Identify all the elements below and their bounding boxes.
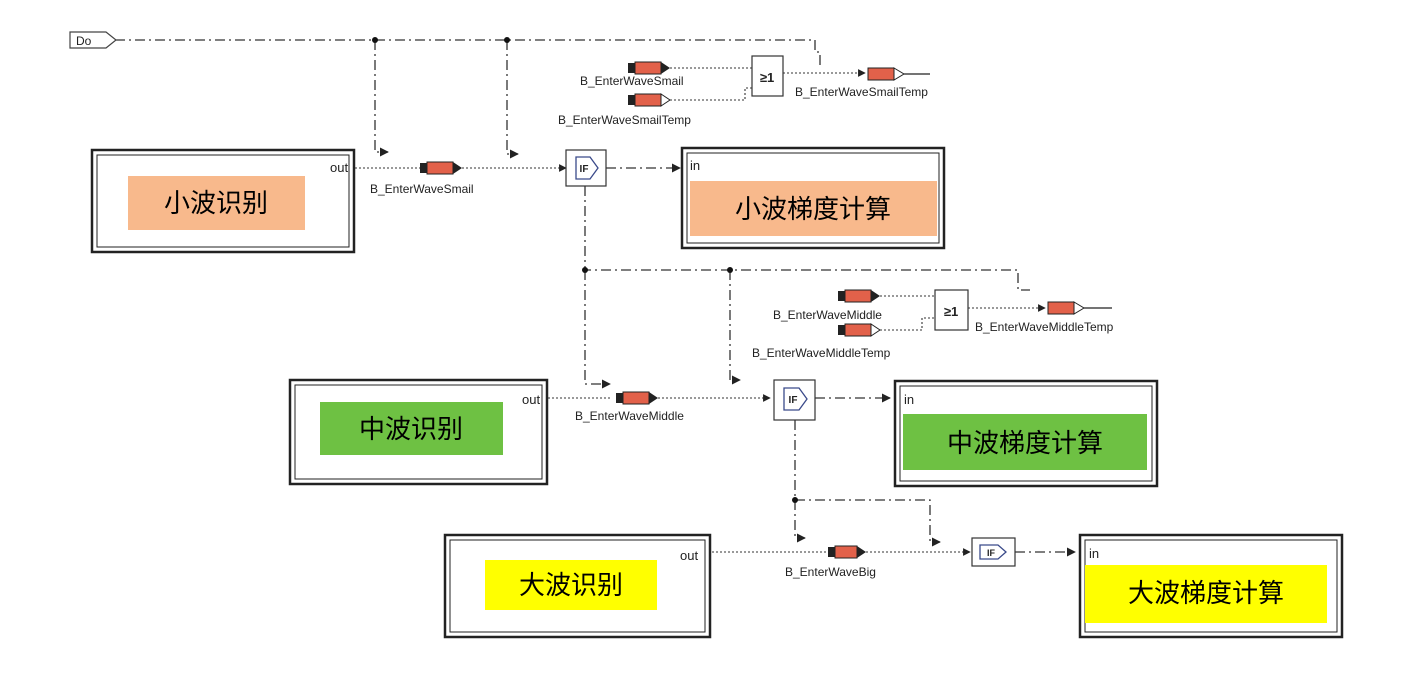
signal-chip-small-main[interactable]: B_EnterWaveSmail xyxy=(370,161,474,196)
block-label-big-detect: 大波识别 xyxy=(519,571,623,601)
signal-chip-middle-main[interactable]: B_EnterWaveMiddle xyxy=(575,391,684,423)
signal-label: B_EnterWaveSmailTemp xyxy=(558,113,691,127)
signal-chip-middle-top-fb[interactable]: B_EnterWaveMiddleTemp xyxy=(752,323,891,360)
label-background xyxy=(1085,565,1327,623)
signal-label: B_EnterWaveMiddleTemp xyxy=(975,320,1114,334)
control-flow-lines xyxy=(115,39,1076,557)
junction-dot xyxy=(792,497,798,503)
signal-label: B_EnterWaveSmail xyxy=(580,74,684,88)
label-background xyxy=(690,181,937,236)
signal-chip-middle-top-in[interactable]: B_EnterWaveMiddle xyxy=(773,289,882,322)
junction-dot xyxy=(372,37,378,43)
signal-label: B_EnterWaveSmail xyxy=(370,182,474,196)
or-block-small[interactable]: ≥1 xyxy=(751,55,784,97)
label-background xyxy=(320,402,503,455)
port-in-label: in xyxy=(690,158,700,173)
signal-label: B_EnterWaveBig xyxy=(785,565,876,579)
junction-dot xyxy=(582,267,588,273)
start-port-label: Do xyxy=(76,34,92,48)
block-label-middle-detect: 中波识别 xyxy=(359,415,463,445)
block-small-detect[interactable]: out 小波识别 xyxy=(90,148,356,254)
port-out-label: out xyxy=(680,548,698,563)
junction-dots xyxy=(372,37,798,503)
or-block-label: ≥1 xyxy=(760,70,774,85)
signal-label: B_EnterWaveMiddle xyxy=(773,308,882,322)
signal-chip-small-top-out[interactable]: B_EnterWaveSmailTemp xyxy=(795,67,930,99)
or-block-middle[interactable]: ≥1 xyxy=(934,289,969,331)
block-big-detect[interactable]: out 大波识别 xyxy=(443,533,712,639)
signal-chip-small-top-fb[interactable]: B_EnterWaveSmailTemp xyxy=(558,93,691,127)
signal-label: B_EnterWaveMiddle xyxy=(575,409,684,423)
junction-dot xyxy=(727,267,733,273)
signal-label: B_EnterWaveMiddleTemp xyxy=(752,346,891,360)
block-label-small-calc: 小波梯度计算 xyxy=(735,195,891,225)
block-small-calc[interactable]: in 小波梯度计算 xyxy=(680,146,946,250)
port-in-label: in xyxy=(1089,546,1099,561)
if-block-small[interactable]: IF xyxy=(565,149,607,187)
port-in-label: in xyxy=(904,392,914,407)
label-background xyxy=(128,176,305,230)
block-big-calc[interactable]: in 大波梯度计算 xyxy=(1078,533,1344,639)
start-port-do[interactable]: Do xyxy=(69,31,117,49)
port-out-label: out xyxy=(330,160,348,175)
label-background xyxy=(903,414,1147,470)
block-middle-detect[interactable]: out 中波识别 xyxy=(288,378,549,486)
signal-chip-big-main[interactable]: B_EnterWaveBig xyxy=(785,545,876,579)
port-out-label: out xyxy=(522,392,540,407)
label-background xyxy=(485,560,657,610)
block-label-small-detect: 小波识别 xyxy=(164,189,268,219)
data-flow-lines xyxy=(355,67,1046,556)
if-block-label: IF xyxy=(987,548,996,558)
signal-label: B_EnterWaveSmailTemp xyxy=(795,85,928,99)
if-block-label: IF xyxy=(580,164,589,175)
signal-chip-small-top-in[interactable]: B_EnterWaveSmail xyxy=(580,61,684,88)
block-label-big-calc: 大波梯度计算 xyxy=(1128,579,1284,609)
block-label-middle-calc: 中波梯度计算 xyxy=(947,429,1103,459)
if-block-big[interactable]: IF xyxy=(971,537,1016,567)
block-middle-calc[interactable]: in 中波梯度计算 xyxy=(893,379,1159,488)
or-block-label: ≥1 xyxy=(944,304,958,319)
if-block-label: IF xyxy=(789,395,798,406)
signal-chip-middle-top-out[interactable]: B_EnterWaveMiddleTemp xyxy=(975,301,1114,334)
if-block-middle[interactable]: IF xyxy=(773,379,816,421)
junction-dot xyxy=(504,37,510,43)
